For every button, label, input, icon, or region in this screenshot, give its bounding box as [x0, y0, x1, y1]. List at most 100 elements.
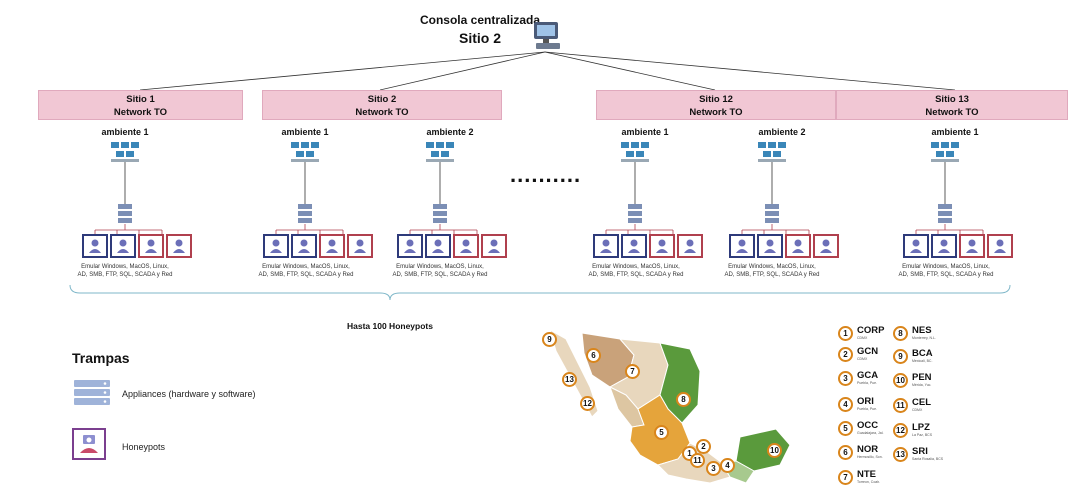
emulation-caption: Emular Windows, MacOS, Linux, AD, SMB, F…	[574, 263, 698, 279]
emulation-caption: Emular Windows, MacOS, Linux, AD, SMB, F…	[63, 263, 187, 279]
honeypot-icon	[263, 234, 289, 258]
ellipsis: ..........	[510, 162, 582, 187]
honeypot-count-label: Hasta 100 Honeypots	[347, 321, 433, 331]
map-badge: 2	[696, 439, 711, 454]
network-cluster-icon	[291, 142, 319, 162]
site-box-13: Sitio 13 Network TO	[836, 90, 1068, 120]
caption-line: AD, SMB, FTP, SQL, SCADA y Red	[392, 272, 488, 278]
ambiente-label: ambiente 2	[758, 127, 806, 137]
caption-line: Emular Windows, MacOS, Linux,	[262, 264, 350, 270]
site-network: Network TO	[113, 107, 168, 118]
caption-line: AD, SMB, FTP, SQL, SCADA y Red	[588, 272, 684, 278]
region-code: GCN	[857, 346, 879, 357]
map-badge: 9	[542, 332, 557, 347]
map-badge: 4	[720, 458, 735, 473]
network-cluster-icon	[426, 142, 454, 162]
honeypot-group	[903, 234, 1013, 260]
region-code: NES	[912, 325, 932, 336]
honeypot-icon	[319, 234, 345, 258]
site-box-12: Sitio 12 Network TO	[596, 90, 836, 120]
region-city: Mérida, Yuc.	[912, 383, 932, 387]
map-badge: 7	[625, 364, 640, 379]
region-number: 9	[893, 349, 908, 364]
map-badge: 3	[706, 461, 721, 476]
region-number: 3	[838, 371, 853, 386]
honeypot-group	[397, 234, 507, 260]
honeypot-icon	[453, 234, 479, 258]
honeypot-figure-icon	[80, 435, 98, 453]
region-code: LPZ	[912, 422, 930, 433]
region-code: CEL	[912, 397, 931, 408]
caption-line: AD, SMB, FTP, SQL, SCADA y Red	[724, 272, 820, 278]
honeypot-icon	[729, 234, 755, 258]
honeypot-group	[729, 234, 839, 260]
caption-line: Emular Windows, MacOS, Linux,	[902, 264, 990, 270]
region-number: 6	[838, 445, 853, 460]
honeypot-icon	[903, 234, 929, 258]
honeypot-icon	[481, 234, 507, 258]
appliance-legend-icon	[74, 380, 110, 405]
region-number: 12	[893, 423, 908, 438]
region-number: 7	[838, 470, 853, 485]
site-network: Network TO	[925, 107, 979, 118]
console-title: Consola centralizada	[419, 13, 541, 27]
region-city: Santa Rosalía, BCS	[912, 457, 944, 461]
ambiente-label: ambiente 1	[281, 127, 329, 137]
region-code: NOR	[857, 444, 879, 455]
site-name: Sitio 12	[699, 94, 733, 105]
region-city: Hermosillo, Son.	[857, 455, 883, 459]
honeypot-icon	[621, 234, 647, 258]
region-number: 2	[838, 347, 853, 362]
appliance-icon	[298, 204, 312, 223]
honeypot-group	[263, 234, 373, 260]
emulation-caption: Emular Windows, MacOS, Linux, AD, SMB, F…	[244, 263, 368, 279]
honeypot-icon	[397, 234, 423, 258]
honeypot-group	[82, 234, 192, 260]
honeypot-icon	[166, 234, 192, 258]
honeypot-icon	[785, 234, 811, 258]
console-site: Sitio 2	[458, 30, 501, 46]
honeypot-icon	[138, 234, 164, 258]
honeypot-icon	[813, 234, 839, 258]
legend-title: Trampas	[72, 350, 130, 366]
honeypot-icon	[931, 234, 957, 258]
map-badge: 13	[562, 372, 577, 387]
legend-appliances-label: Appliances (hardware y software)	[122, 389, 256, 399]
region-city: Puebla, Pue.	[857, 381, 878, 385]
honeypot-icon	[82, 234, 108, 258]
region-city: Mexicali, BC.	[912, 359, 933, 363]
caption-line: AD, SMB, FTP, SQL, SCADA y Red	[258, 272, 354, 278]
site-name: Sitio 1	[126, 94, 155, 105]
map-badge: 5	[654, 425, 669, 440]
appliance-icon	[628, 204, 642, 223]
region-code: BCA	[912, 348, 933, 359]
caption-line: AD, SMB, FTP, SQL, SCADA y Red	[898, 272, 994, 278]
caption-line: Emular Windows, MacOS, Linux,	[592, 264, 680, 270]
site-name: Sitio 13	[935, 94, 969, 105]
honeypot-icon	[425, 234, 451, 258]
region-code: OCC	[857, 420, 879, 431]
network-cluster-icon	[111, 142, 139, 162]
site-network: Network TO	[355, 107, 409, 118]
ambiente-label: ambiente 1	[931, 127, 979, 137]
region-city: Monterrey, N.L.	[912, 336, 936, 340]
region-code: ORI	[857, 396, 874, 407]
region-code: PEN	[912, 372, 932, 383]
emulation-caption: Emular Windows, MacOS, Linux, AD, SMB, F…	[378, 263, 502, 279]
region-code: GCA	[857, 370, 879, 381]
region-city: CDMX	[912, 408, 923, 412]
map-badge: 12	[580, 396, 595, 411]
honeypot-icon	[110, 234, 136, 258]
site-box-1: Sitio 1 Network TO	[38, 90, 243, 120]
network-cluster-icon	[758, 142, 786, 162]
ambiente-label: ambiente 1	[101, 127, 149, 137]
network-cluster-icon	[621, 142, 649, 162]
